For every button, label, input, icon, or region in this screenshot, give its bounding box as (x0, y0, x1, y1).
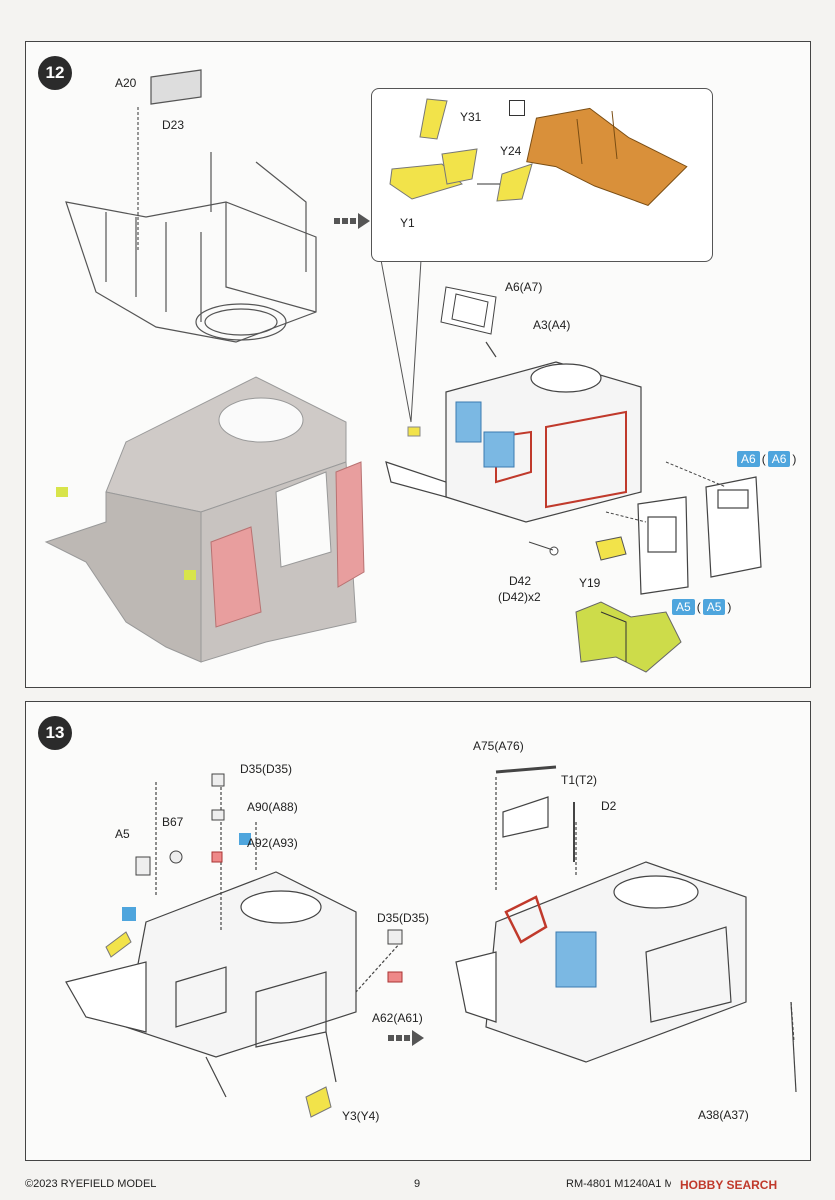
detail-callout-box (371, 88, 713, 262)
label-b67: B67 (162, 815, 184, 829)
tag-a6: A6 ( A6 ) (737, 451, 796, 467)
step-12-panel: 12 (25, 41, 811, 688)
label-d35-mid: D35(D35) (377, 911, 430, 925)
label-a20: A20 (115, 76, 137, 90)
label-a90-a88: A90(A88) (247, 800, 298, 814)
tag-a6-main: A6 (737, 451, 760, 467)
label-y19: Y19 (579, 576, 601, 590)
label-a38-a37: A38(A37) (698, 1108, 749, 1122)
tag-a5-main: A5 (672, 599, 695, 615)
label-y31: Y31 (460, 110, 482, 124)
label-a62-a61: A62(A61) (372, 1011, 423, 1025)
step-12-illustration (44, 69, 762, 673)
label-d42-x2: (D42)x2 (498, 590, 541, 604)
tag-a6-alt: A6 (767, 451, 791, 467)
step-13-illustration (65, 765, 797, 1118)
label-d42: D42 (509, 574, 532, 588)
label-y24: Y24 (500, 144, 522, 158)
footer-watermark: HOBBY SEARCH (680, 1178, 778, 1192)
label-a5: A5 (115, 827, 130, 841)
footer-page-number: 9 (414, 1178, 421, 1190)
label-a75-a76: A75(A76) (473, 739, 524, 753)
label-a92-a93: A92(A93) (247, 836, 298, 850)
label-t1-t2: T1(T2) (561, 773, 597, 787)
step-number-12: 12 (38, 56, 72, 90)
label-y1: Y1 (400, 216, 415, 230)
tag-a5: A5 ( A5 ) (672, 599, 731, 615)
tag-a5-alt: A5 (702, 599, 726, 615)
label-a6-a7: A6(A7) (505, 280, 543, 294)
footer-copyright: ©2023 RYEFIELD MODEL (25, 1178, 157, 1190)
label-a3-a4: A3(A4) (533, 318, 571, 332)
label-d35-top: D35(D35) (240, 762, 293, 776)
label-d2: D2 (601, 799, 617, 813)
step-number-13: 13 (38, 716, 72, 750)
label-y3-y4: Y3(Y4) (342, 1109, 380, 1123)
glue-icon (509, 100, 525, 116)
step-13-panel: 13 (25, 701, 811, 1161)
label-d23: D23 (162, 118, 185, 132)
detail-callout-art (389, 98, 688, 206)
footer-product: RM-4801 M1240A1 M-ATV (M153 CROWS II) (566, 1178, 671, 1190)
